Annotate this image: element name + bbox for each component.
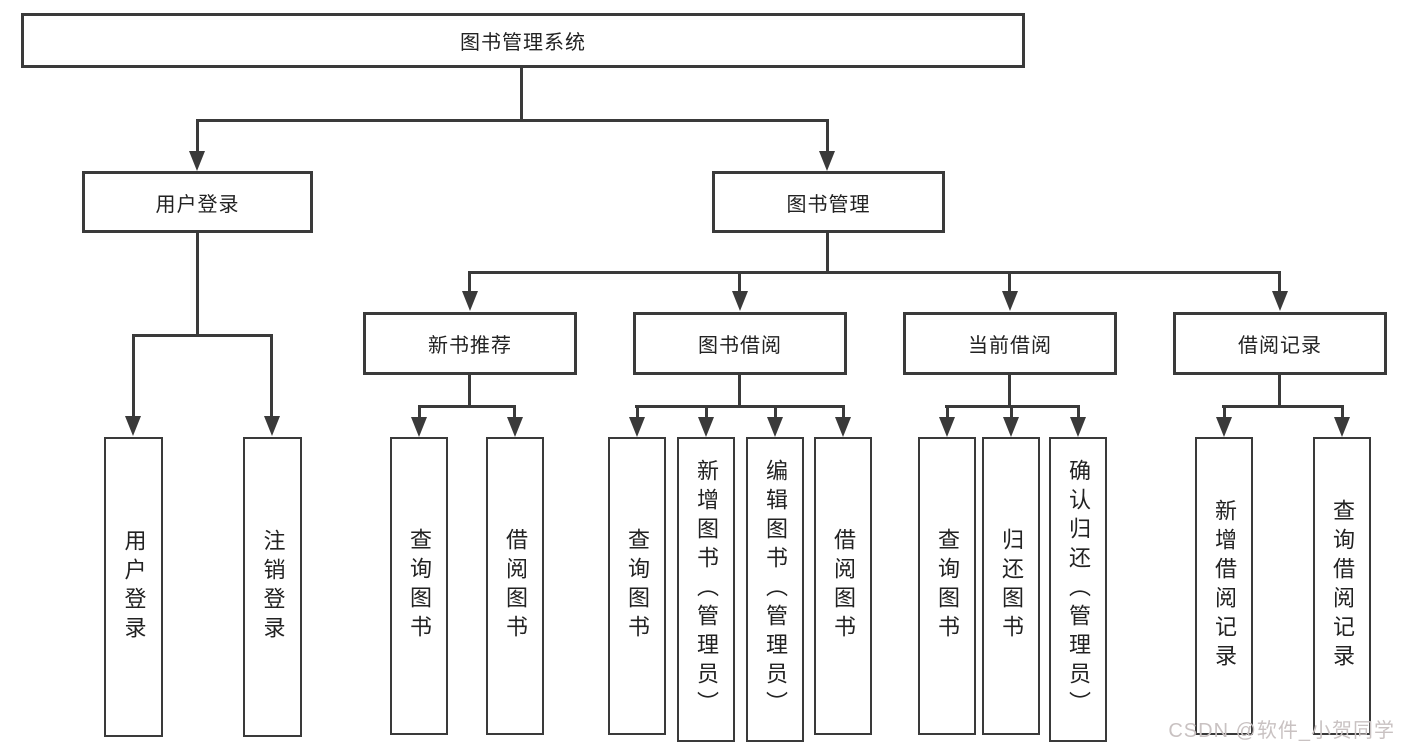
connector-stem <box>738 375 741 407</box>
node-label: 新书推荐 <box>428 335 512 357</box>
connector-drop <box>1008 271 1011 292</box>
connector-stem <box>196 233 199 336</box>
node-label: 图书借阅 <box>698 335 782 357</box>
connector-drop <box>1010 405 1013 418</box>
node-label: 查询图书 <box>407 528 432 644</box>
connector-stem <box>826 233 829 273</box>
arrowhead-down <box>507 417 523 437</box>
leaf-query-books-recommend: 查询图书 <box>390 437 448 735</box>
node-book-management: 图书管理 <box>712 171 945 233</box>
leaf-add-borrow-record: 新增借阅记录 <box>1195 437 1253 735</box>
connector-bar <box>132 334 272 337</box>
node-label: 借阅图书 <box>503 528 528 644</box>
connector-drop <box>946 405 949 418</box>
node-label: 注销登录 <box>260 529 286 645</box>
connector-level2-bar <box>468 271 1280 274</box>
connector-drop <box>826 119 829 153</box>
node-label: 查询图书 <box>625 528 650 644</box>
connector-stem <box>1008 375 1011 407</box>
connector-drop <box>1278 271 1281 292</box>
connector-bar <box>635 405 843 408</box>
arrowhead-down <box>835 417 851 437</box>
node-user-login: 用户登录 <box>82 171 313 233</box>
connector-bar <box>1222 405 1343 408</box>
leaf-query-borrow-record: 查询借阅记录 <box>1313 437 1371 735</box>
leaf-query-books-borrowing: 查询图书 <box>608 437 666 735</box>
connector-drop <box>1341 405 1344 418</box>
connector-bar <box>418 405 516 408</box>
arrowhead-down <box>732 291 748 311</box>
connector-drop <box>774 405 777 418</box>
arrowhead-down <box>1334 417 1350 437</box>
connector-drop <box>1223 405 1226 418</box>
leaf-confirm-return-admin: 确认归还（管理员） <box>1049 437 1107 742</box>
connector-drop <box>270 334 273 417</box>
leaf-borrow-books-borrowing: 借阅图书 <box>814 437 872 735</box>
leaf-user-login: 用户登录 <box>104 437 163 737</box>
leaf-edit-book-admin: 编辑图书（管理员） <box>746 437 804 742</box>
node-label: 确认归还（管理员） <box>1066 459 1091 720</box>
node-label: 图书管理 <box>786 193 871 216</box>
connector-root-stem <box>520 68 523 122</box>
node-label: 图书管理系统 <box>460 32 586 54</box>
node-borrow-records: 借阅记录 <box>1173 312 1387 375</box>
connector-drop <box>636 405 639 418</box>
arrowhead-down <box>1216 417 1232 437</box>
node-new-book-recommend: 新书推荐 <box>363 312 577 375</box>
connector-drop <box>842 405 845 418</box>
arrowhead-down <box>411 417 427 437</box>
connector-drop <box>1077 405 1080 418</box>
arrowhead-down <box>1002 291 1018 311</box>
arrowhead-down <box>819 151 835 171</box>
connector-drop <box>196 119 199 153</box>
node-label: 借阅记录 <box>1238 335 1322 357</box>
node-book-borrowing: 图书借阅 <box>633 312 847 375</box>
csdn-watermark: CSDN @软件_小贺同学 <box>1168 720 1395 742</box>
node-label: 用户登录 <box>121 529 147 645</box>
connector-drop <box>418 405 421 418</box>
node-label: 新增借阅记录 <box>1212 499 1237 673</box>
arrowhead-down <box>125 416 141 436</box>
node-label: 当前借阅 <box>968 335 1052 357</box>
arrowhead-down <box>1070 417 1086 437</box>
arrowhead-down <box>1272 291 1288 311</box>
node-library-management-system: 图书管理系统 <box>21 13 1025 68</box>
leaf-borrow-books-recommend: 借阅图书 <box>486 437 544 735</box>
connector-drop <box>705 405 708 418</box>
connector-stem <box>468 375 471 407</box>
arrowhead-down <box>939 417 955 437</box>
leaf-return-book: 归还图书 <box>982 437 1040 735</box>
node-current-borrowing: 当前借阅 <box>903 312 1117 375</box>
leaf-add-book-admin: 新增图书（管理员） <box>677 437 735 742</box>
connector-drop <box>132 334 135 417</box>
arrowhead-down <box>189 151 205 171</box>
connector-level1-bar <box>196 119 829 122</box>
leaf-logout: 注销登录 <box>243 437 302 737</box>
connector-drop <box>738 271 741 292</box>
leaf-query-books-current: 查询图书 <box>918 437 976 735</box>
arrowhead-down <box>1003 417 1019 437</box>
node-label: 借阅图书 <box>831 528 856 644</box>
arrowhead-down <box>698 417 714 437</box>
node-label: 用户登录 <box>155 193 240 216</box>
connector-drop <box>513 405 516 418</box>
arrowhead-down <box>767 417 783 437</box>
node-label: 归还图书 <box>999 528 1024 644</box>
arrowhead-down <box>629 417 645 437</box>
node-label: 新增图书（管理员） <box>694 459 719 720</box>
node-label: 查询借阅记录 <box>1330 499 1355 673</box>
connector-stem <box>1278 375 1281 407</box>
arrowhead-down <box>462 291 478 311</box>
node-label: 编辑图书（管理员） <box>763 459 788 720</box>
arrowhead-down <box>264 416 280 436</box>
connector-drop <box>468 271 471 292</box>
node-label: 查询图书 <box>935 528 960 644</box>
